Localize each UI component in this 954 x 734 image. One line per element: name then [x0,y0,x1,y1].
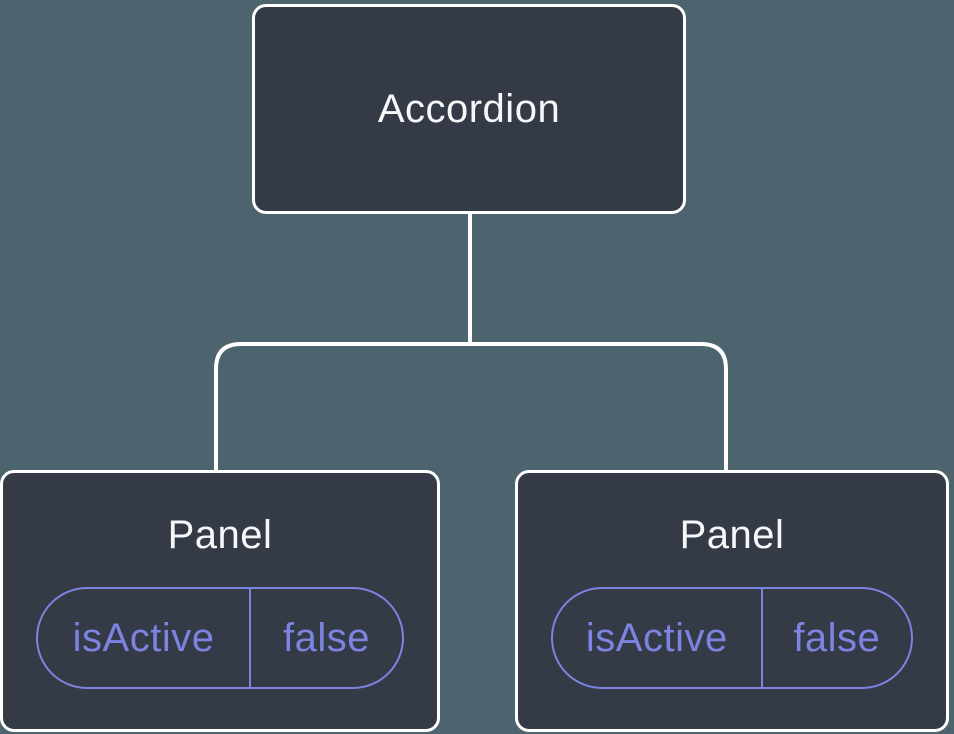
tree-node-accordion: Accordion [252,4,686,214]
state-badge: isActive false [36,587,404,689]
accordion-node-label: Accordion [377,86,561,131]
state-badge: isActive false [551,587,913,689]
panel-node-label: Panel [679,513,785,557]
state-value-label: false [760,589,911,687]
connector-branch [214,342,728,470]
tree-node-panel-1: Panel isActive false [0,470,440,732]
tree-node-panel-2: Panel isActive false [515,470,949,732]
state-name-label: isActive [585,615,728,660]
panel-node-label: Panel [167,513,273,557]
state-name-label: isActive [72,615,215,660]
state-value-label: false [249,589,402,687]
